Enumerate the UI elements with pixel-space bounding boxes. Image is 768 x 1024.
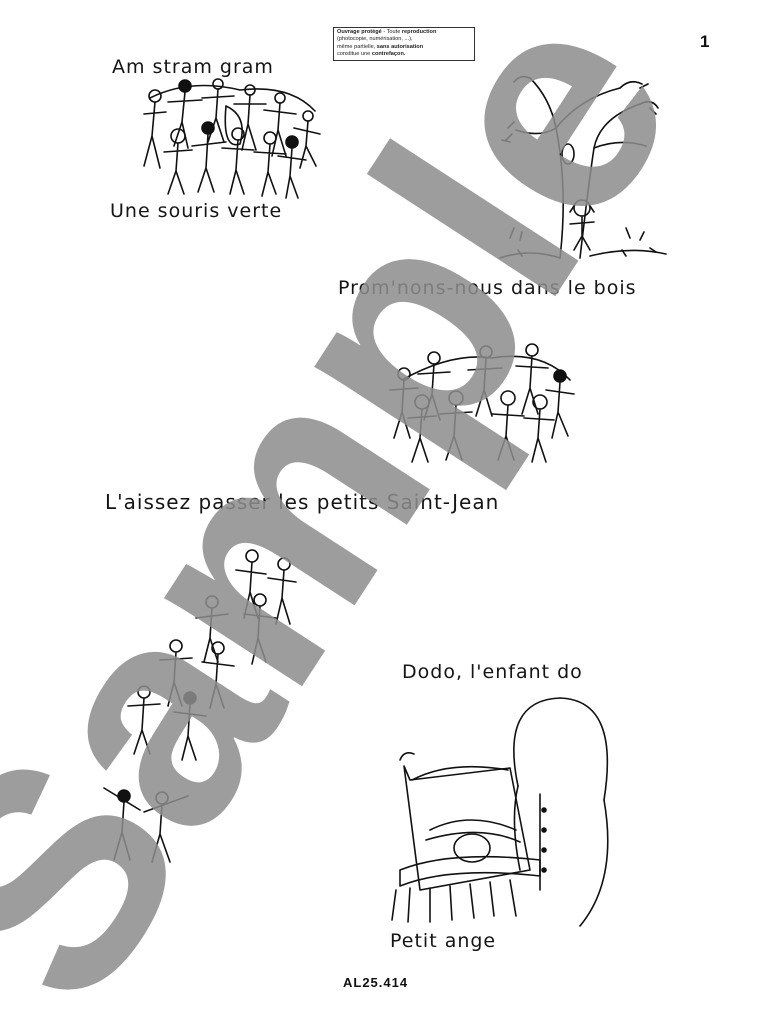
song-title-petit-ange: Petit ange (390, 930, 497, 952)
notice-line1-bold2: reproduction (401, 29, 437, 35)
page-number: 1 (700, 32, 710, 51)
song-title-am-stram-gram: Am stram gram (112, 56, 274, 78)
tree-child-illustration (499, 75, 667, 259)
children-circle-illustration (143, 78, 321, 199)
notice-line3-bold: sans autorisation (376, 43, 424, 50)
cradle-illustration (391, 697, 609, 927)
song-title-laissez-passer: L'aissez passer les petits Saint-Jean (105, 490, 500, 514)
notice-line2: (photocopie, numérisation, ...), (337, 36, 413, 43)
notice-line4-rest: constitue une (337, 51, 372, 58)
round-dance-illustration (389, 343, 575, 463)
children-line-illustration (103, 549, 297, 863)
notice-line4-bold: contrefaçon. (371, 51, 406, 58)
notice-line1-bold: Ouvrage protégé (337, 29, 382, 35)
song-title-promenons-nous: Prom'nons-nous dans le bois (338, 277, 637, 299)
notice-line3-rest: même partielle, (337, 43, 377, 50)
catalog-code: AL25.414 (343, 975, 409, 990)
song-title-dodo-lenfant-do: Dodo, l'enfant do (402, 661, 583, 683)
notice-line1-rest: - Toute (381, 29, 402, 35)
song-title-une-souris-verte: Une souris verte (110, 200, 283, 222)
copyright-notice: Ouvrage protégé - Toute reproduction (ph… (333, 27, 475, 61)
